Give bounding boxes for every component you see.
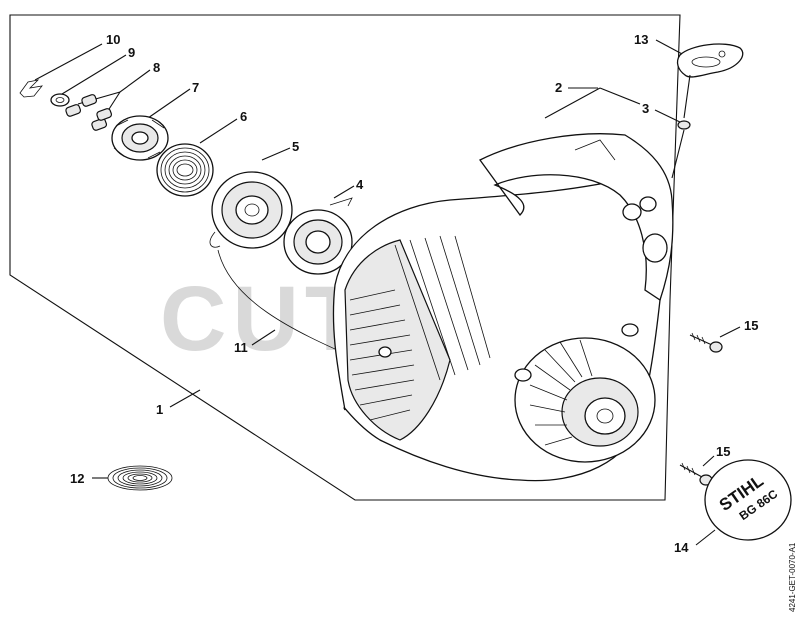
callout-labels: 10 9 8 7 6 5 4 2 3 13 11 1 12 15 15 14 (70, 32, 758, 555)
callout-5: 5 (292, 139, 299, 154)
callout-2: 2 (555, 80, 562, 95)
part-5-rope-pulley (209, 171, 293, 249)
leader-lines (34, 39, 741, 546)
part-8-pawls (65, 94, 113, 131)
part-7-rotor (111, 115, 169, 161)
part-1-fan-housing (332, 174, 666, 482)
callout-10: 10 (106, 32, 120, 47)
callout-13: 13 (634, 32, 648, 47)
part-6-rewind-spring (156, 143, 214, 197)
callout-4: 4 (356, 177, 364, 192)
callout-6: 6 (240, 109, 247, 124)
callout-12: 12 (70, 471, 84, 486)
part-9-washer (50, 93, 70, 107)
part-13-starter-grip (676, 43, 744, 78)
part-15-screw-upper (689, 332, 723, 353)
callout-11: 11 (234, 340, 248, 355)
part-15-screw-lower (679, 462, 713, 486)
callout-8: 8 (153, 60, 160, 75)
part-3-grip-sleeve (671, 74, 691, 179)
callout-3: 3 (642, 101, 649, 116)
part-10-spring-clip (19, 79, 43, 98)
callout-7: 7 (192, 80, 199, 95)
part-4-housing-ring (283, 197, 353, 275)
callout-15-lower: 15 (716, 444, 730, 459)
part-14-badge: STIHL BG 86C (704, 459, 792, 541)
drawing-code: 4241-GET-0070-A1 (788, 542, 797, 612)
part-12-spring (107, 465, 173, 491)
part-2-cover (479, 133, 674, 302)
callout-14: 14 (674, 540, 689, 555)
callout-15-upper: 15 (744, 318, 758, 333)
assembly-boundary (9, 14, 681, 501)
callout-9: 9 (128, 45, 135, 60)
callout-1: 1 (156, 402, 163, 417)
